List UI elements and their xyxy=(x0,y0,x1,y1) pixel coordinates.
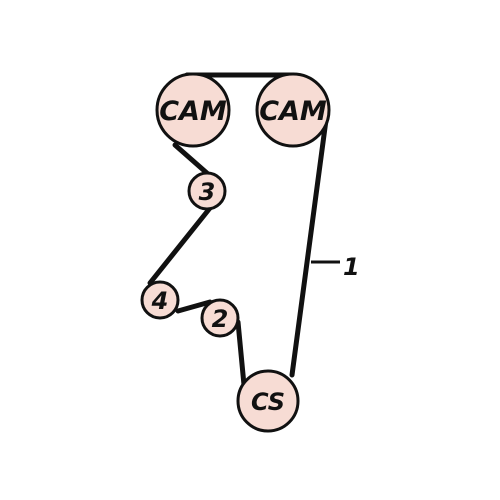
crankshaft-pulley xyxy=(236,369,300,433)
pulley-idler-4: 4 xyxy=(140,280,180,320)
cam-left-pulley xyxy=(155,72,231,148)
idler-4-label: 4 xyxy=(151,287,169,315)
pulley-idler-3: 3 xyxy=(187,171,227,211)
idler-3-label: 3 xyxy=(199,178,216,206)
belt-callout: 1 xyxy=(311,253,360,281)
idler-2-label: 2 xyxy=(212,305,229,333)
idler-4-pulley xyxy=(140,280,180,320)
pulley-cam-right: CAM xyxy=(255,72,331,148)
cam-right-pulley xyxy=(255,72,331,148)
cam-right-label: CAM xyxy=(259,96,327,127)
idler-3-pulley xyxy=(187,171,227,211)
timing-belt xyxy=(147,72,329,388)
crankshaft-label: CS xyxy=(251,388,285,416)
belt-segment-cam-right-to-crankshaft xyxy=(289,117,329,378)
pulley-cam-left: CAM xyxy=(155,72,231,148)
cam-left-label: CAM xyxy=(159,96,227,127)
belt-segment-idler-3-to-cam-left xyxy=(172,142,211,177)
idler-2-pulley xyxy=(200,298,240,338)
pulley-crankshaft: CS xyxy=(236,369,300,433)
pulley-idler-2: 2 xyxy=(200,298,240,338)
belt-callout-label: 1 xyxy=(343,253,360,281)
belt-segment-idler-4-to-idler-3 xyxy=(147,200,217,286)
belt-segment-idler-2-to-idler-4 xyxy=(175,299,213,314)
belt-segment-crankshaft-to-idler-2 xyxy=(235,319,247,388)
